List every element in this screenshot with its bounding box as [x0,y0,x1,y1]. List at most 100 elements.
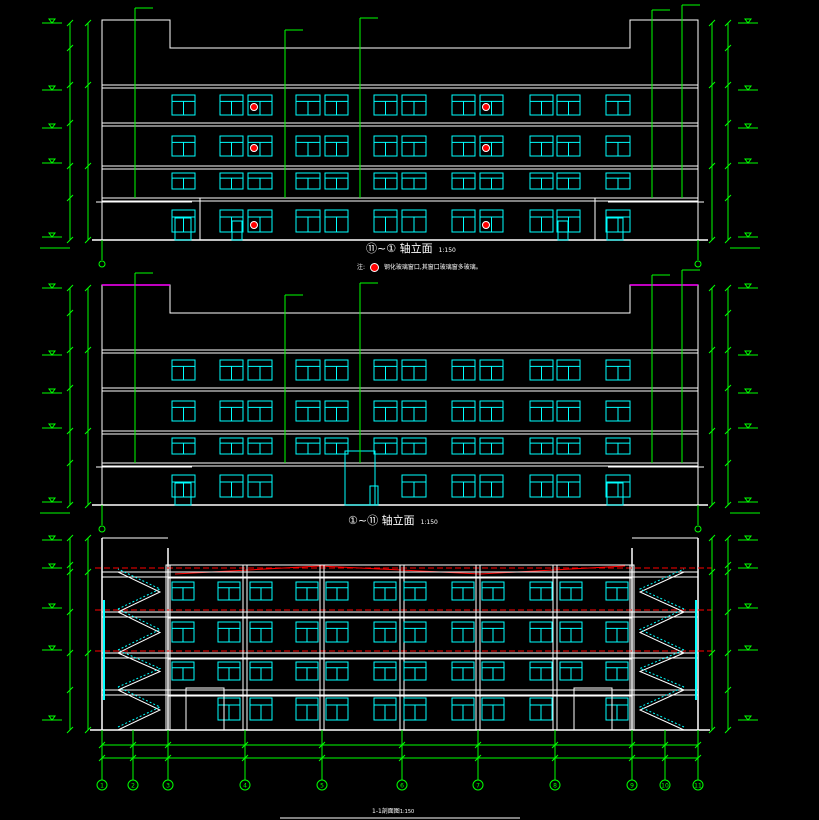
dimension-tick [708,649,716,657]
level-triangle [744,350,752,356]
level-triangle [744,423,752,429]
dimension-tick [628,741,636,749]
window [171,172,196,190]
window [556,94,581,116]
window [171,437,196,455]
window [373,437,398,455]
window [559,661,583,681]
level-triangle [48,123,56,129]
window [373,400,398,422]
stair-flight [638,652,685,691]
window [295,697,319,721]
window [401,474,427,498]
grid-bubble [694,260,702,268]
dimension-tick [724,19,732,27]
grid-bubble [694,525,702,533]
dimension-tick [318,754,326,762]
window [295,400,321,422]
window [605,697,629,721]
window [295,621,319,643]
window [171,621,195,643]
window [479,474,504,498]
window [605,474,631,498]
dimension-tick [724,384,732,392]
window [373,94,398,116]
window [451,437,476,455]
column [552,564,558,731]
glass-marker-icon [250,144,258,152]
level-triangle [744,535,752,541]
dimension-tick [724,561,732,569]
grid-bubble [127,779,139,791]
dimension-tick [724,459,732,467]
window [529,359,554,381]
side-door [557,220,569,241]
dimension-tick [84,568,92,576]
level-triangle [48,715,56,721]
window [451,135,476,157]
column [399,564,405,731]
window [401,437,427,455]
dimension-tick [84,534,92,542]
stair-flight [117,571,162,613]
grid-bubble [98,260,106,268]
window [217,621,241,643]
window [605,437,631,455]
dimension-tick [474,754,482,762]
dimension-tick [724,162,732,170]
dimension-tick [84,162,92,170]
grid-label: 2 [131,783,135,790]
dimension-tick [724,608,732,616]
window [373,209,398,233]
window [605,661,629,681]
level-triangle [744,603,752,609]
grid-label: 5 [320,783,324,790]
building-outline [101,284,699,505]
window [324,172,349,190]
window [295,135,321,157]
dimension-tick [66,686,74,694]
dimension-tick [724,534,732,542]
grid-bubble [692,779,704,791]
dimension-tick [708,501,716,509]
hall-door [185,687,225,731]
window [295,581,319,601]
window [295,661,319,681]
window [219,359,244,381]
window [247,135,273,157]
dimension-tick [66,309,74,317]
window [403,661,427,681]
grid-bubble [396,779,408,791]
dimension-tick [724,346,732,354]
window [401,135,427,157]
window [295,172,321,190]
dimension-tick [724,236,732,244]
window [171,135,196,157]
grid-bubble [96,779,108,791]
dimension-tick [84,346,92,354]
window [529,172,554,190]
window [479,400,504,422]
level-triangle [48,497,56,503]
window [324,359,349,381]
window [605,400,631,422]
level-triangle [48,645,56,651]
level-triangle [744,18,752,24]
window [325,621,349,643]
window [373,697,397,721]
section-title: 1-1剖面图1:150 [372,808,415,815]
dimension-tick [98,741,106,749]
note-marker-icon [369,263,379,272]
window [481,661,505,681]
window [451,621,475,643]
window [605,581,629,601]
dimension-tick [708,81,716,89]
dimension-tick [66,44,74,52]
window [249,581,273,601]
stair-rail [638,608,685,651]
dimension-tick [708,284,716,292]
window [295,359,321,381]
dimension-tick [66,19,74,27]
dimension-tick [708,726,716,734]
window [451,172,476,190]
